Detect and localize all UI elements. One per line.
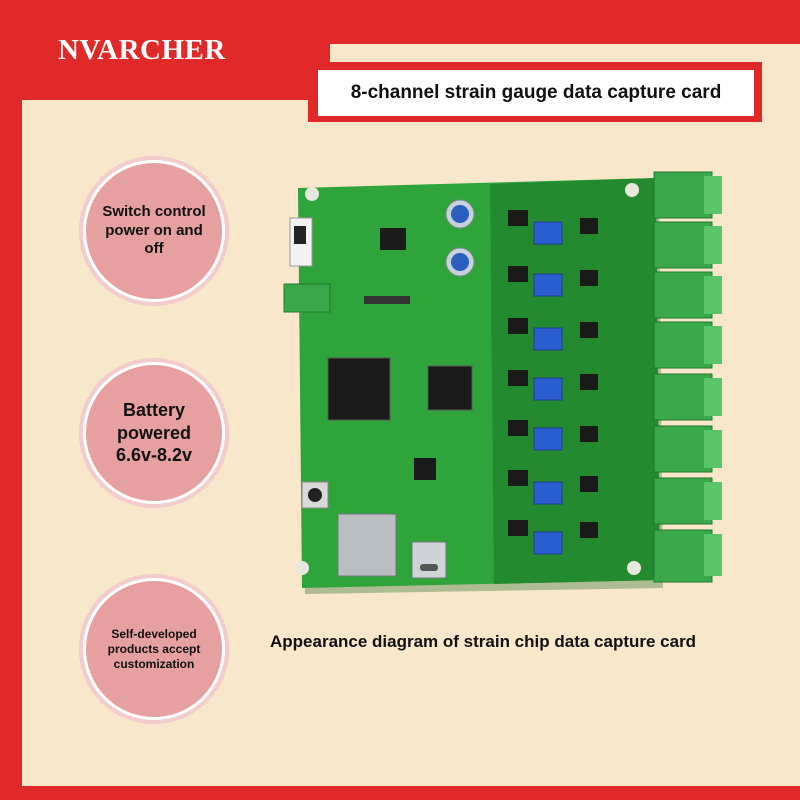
badge-ring [83,160,225,302]
small-chip [414,458,436,480]
sd-card-slot [337,513,397,577]
voltage-regulator [380,228,406,250]
mounting-hole [627,561,641,575]
title-box: 8-channel strain gauge data capture card [318,70,754,116]
microcontroller-chip [327,357,391,421]
bottom-red-band [0,786,800,800]
top-red-band [0,0,800,44]
power-terminal [283,283,331,313]
feature-text: Switch control power on and off [102,202,206,258]
feature-text: Self-developed products accept customiza… [107,626,201,671]
mounting-hole [305,187,319,201]
pcb-board-illustration [283,171,722,594]
page-title: 8-channel strain gauge data capture card [350,82,722,103]
badge-ring [83,578,225,720]
pcb-board-photo [268,170,758,600]
pin-header [364,296,410,304]
usb-c-port [411,541,447,579]
mounting-hole [295,561,309,575]
channel-circuits [508,210,598,555]
badge-ring [83,362,225,504]
microcontroller-chip [427,365,473,411]
left-red-band [0,0,22,800]
brand-logo-text: NVARCHER [58,34,226,66]
pcb-analog-section [490,178,660,584]
brand-banner-lower [22,44,330,100]
mounting-hole [625,183,639,197]
feature-badge-switch: Switch control power on and off [79,156,229,306]
screw-terminals [653,171,722,583]
feature-badge-customization: Self-developed products accept customiza… [79,574,229,724]
image-caption: Appearance diagram of strain chip data c… [270,632,697,651]
feature-badge-battery: Battery powered 6.6v-8.2v [79,358,229,508]
feature-text: Battery powered 6.6v-8.2v [115,400,193,466]
